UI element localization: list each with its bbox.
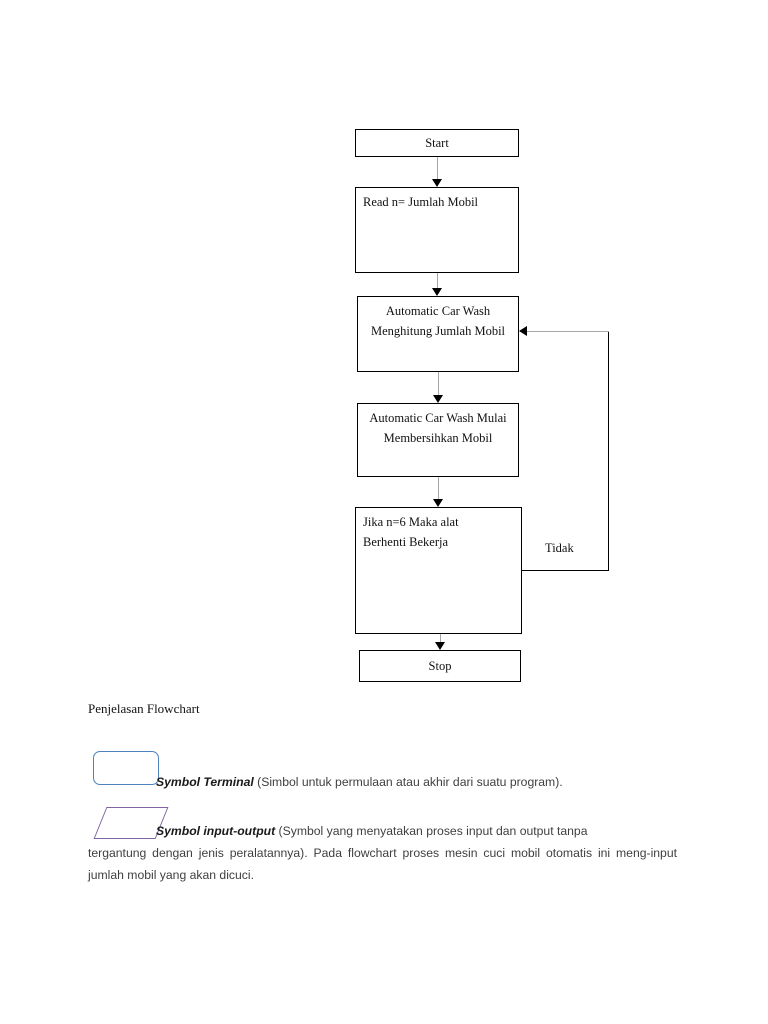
flow-node-clean[interactable]: Automatic Car Wash Mulai Membersihkan Mo…: [357, 403, 519, 477]
flow-node-decision-label: Jika n=6 Maka alat Berhenti Bekerja: [363, 515, 459, 549]
explanation-section: Penjelasan Flowchart Symbol Terminal (Si…: [88, 701, 688, 882]
legend-io-description-rest: tergantung dengan jenis peralatannya). P…: [88, 846, 677, 882]
flow-node-decision[interactable]: Jika n=6 Maka alat Berhenti Bekerja: [355, 507, 522, 634]
flow-node-start[interactable]: Start: [355, 129, 519, 157]
arrowhead-clean-to-decision: [433, 499, 443, 507]
flow-node-read[interactable]: Read n= Jumlah Mobil: [355, 187, 519, 273]
flow-node-clean-label: Automatic Car Wash Mulai Membersihkan Mo…: [369, 411, 507, 445]
legend-terminal-name: Symbol Terminal: [156, 775, 254, 789]
arrowhead-count-to-clean: [433, 395, 443, 403]
arrowhead-start-to-read: [432, 179, 442, 187]
legend-terminal-description: (Simbol untuk permulaan atau akhir dari …: [257, 775, 563, 789]
flow-node-stop[interactable]: Stop: [359, 650, 521, 682]
connector-clean-to-decision: [438, 477, 439, 500]
arrowhead-loopback-to-count: [519, 326, 527, 336]
connector-read-to-count: [437, 273, 438, 289]
arrowhead-decision-to-stop: [435, 642, 445, 650]
arrowhead-read-to-count: [432, 288, 442, 296]
flow-node-stop-label: Stop: [428, 659, 452, 673]
flowchart-diagram: Tidak Start Read n= Jumlah Mobil Automat…: [355, 129, 609, 682]
legend-io-name: Symbol input-output: [156, 824, 276, 838]
terminal-symbol-shape: [93, 751, 159, 785]
loopback-segment-right: [608, 331, 609, 571]
legend-item-terminal: Symbol Terminal (Simbol untuk permulaan …: [156, 773, 726, 792]
loopback-segment-top: [527, 331, 609, 332]
flow-node-start-label: Start: [425, 136, 449, 150]
legend-item-input-output: Symbol input-output (Symbol yang menyata…: [88, 820, 745, 882]
legend-io-description-first-line: (Symbol yang menyatakan proses input dan…: [278, 824, 588, 838]
flow-node-read-label: Read n= Jumlah Mobil: [363, 195, 479, 209]
flow-node-count-label: Automatic Car Wash Menghitung Jumlah Mob…: [370, 304, 506, 338]
explanation-title: Penjelasan Flowchart: [88, 701, 200, 716]
flow-node-count[interactable]: Automatic Car Wash Menghitung Jumlah Mob…: [357, 296, 519, 372]
connector-count-to-clean: [438, 372, 439, 395]
edge-label-tidak: Tidak: [545, 541, 574, 555]
loopback-segment-bottom: [522, 570, 609, 571]
connector-start-to-read: [437, 157, 438, 181]
